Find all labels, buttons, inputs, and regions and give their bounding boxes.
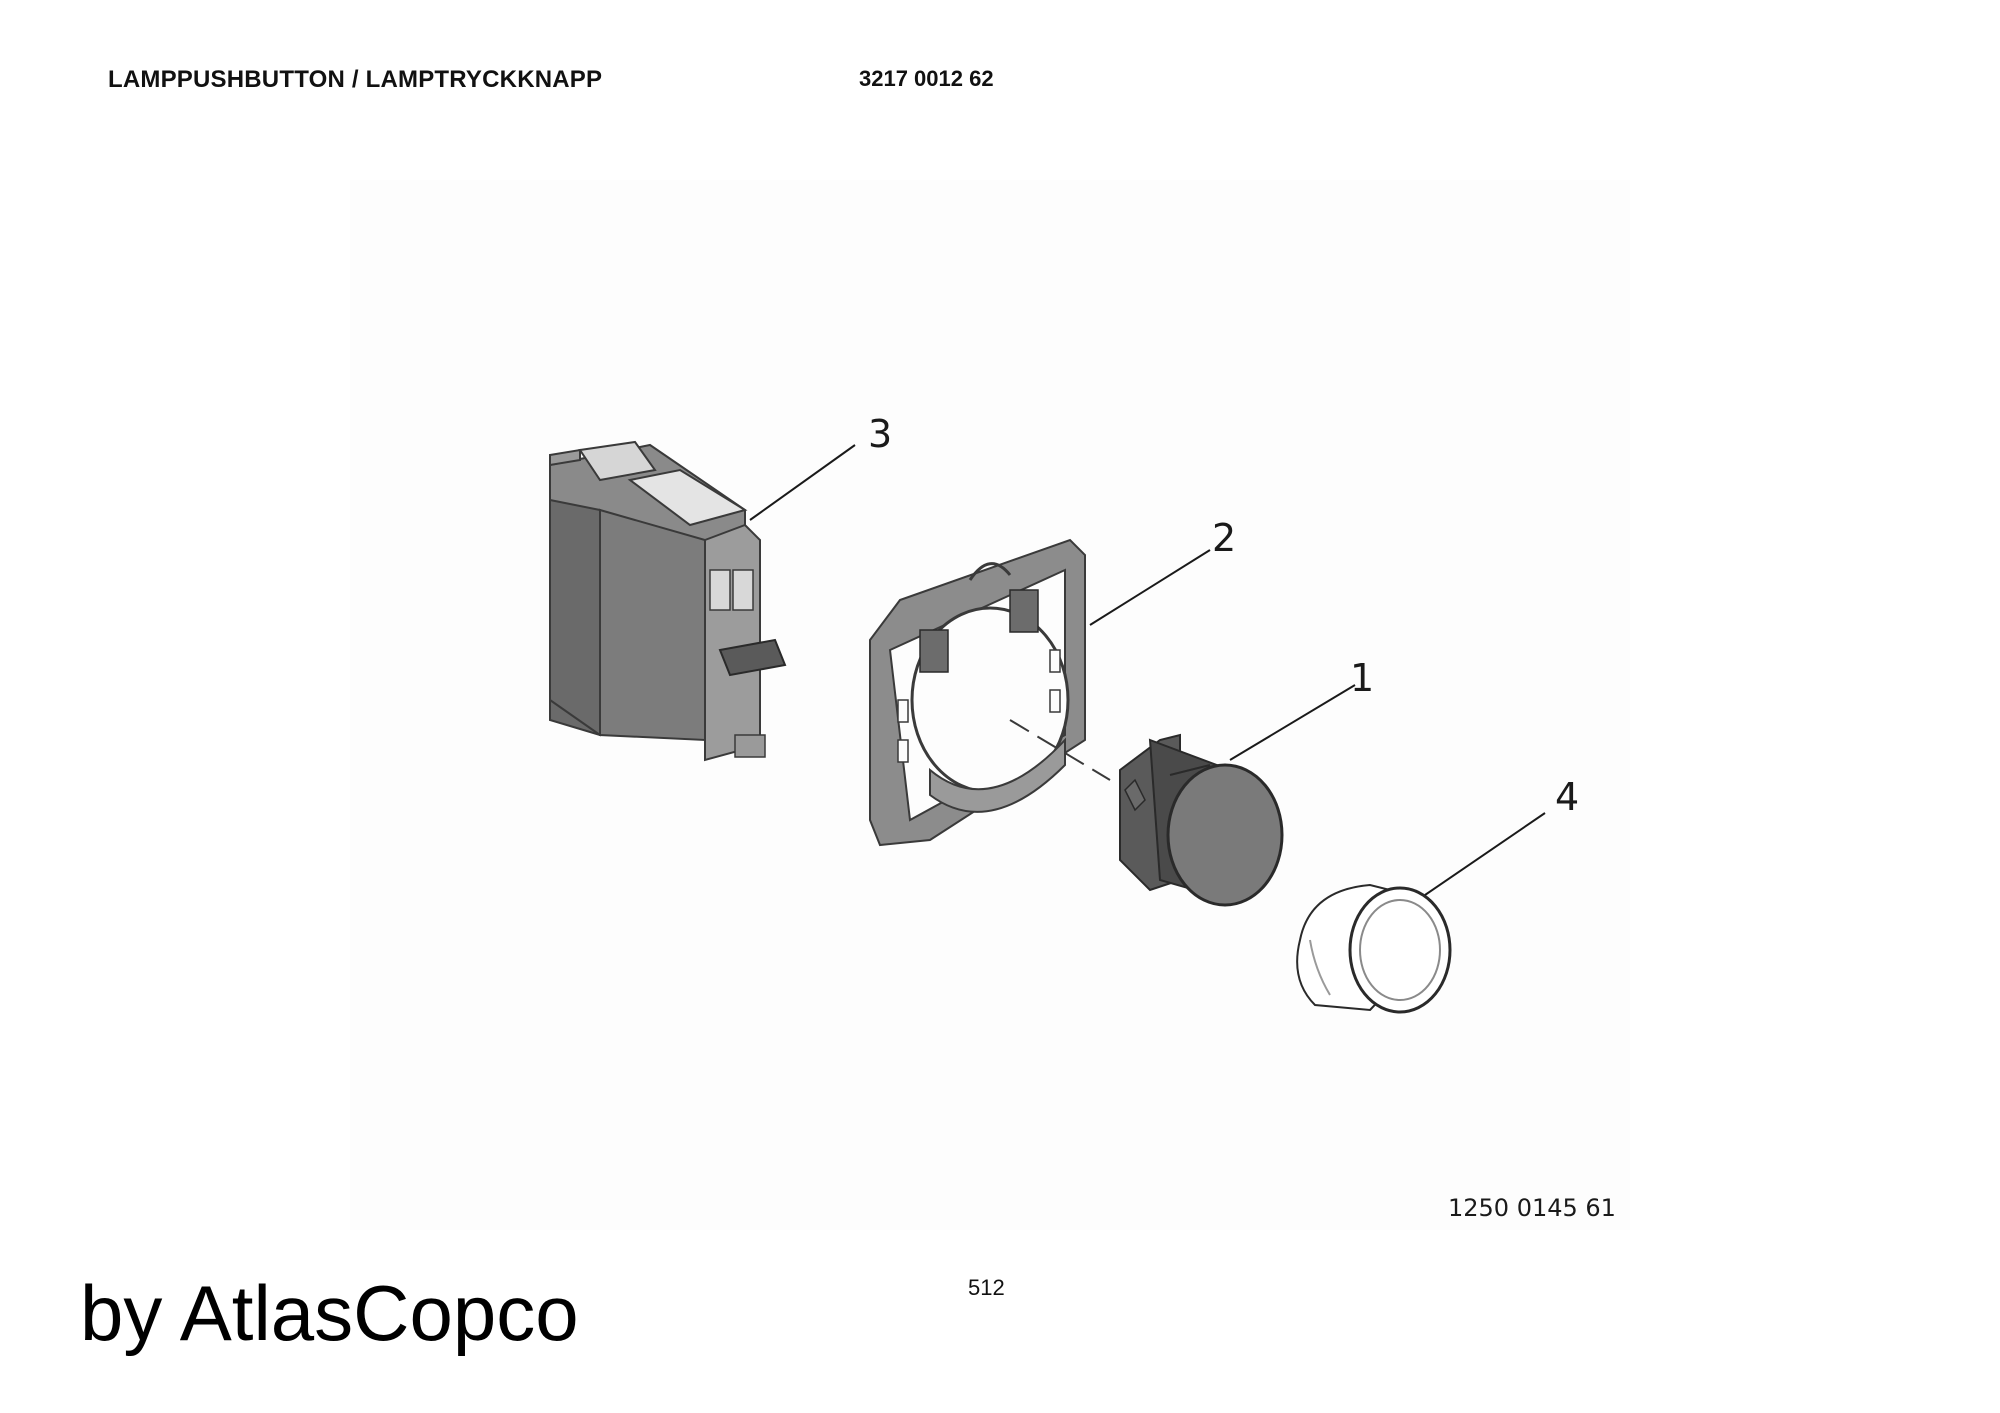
exploded-view-drawing: 3 2 1 4 [350, 180, 1630, 1230]
document-title: LAMPPUSHBUTTON / LAMPTRYCKKNAPP [108, 66, 603, 93]
lamp-head-icon [1119, 733, 1284, 907]
figure-number: 1250 0145 61 [1448, 1194, 1616, 1222]
callout-4: 4 [1555, 775, 1580, 819]
lens-cap-icon [1296, 883, 1452, 1014]
leader-line [1229, 684, 1356, 761]
mounting-collar-icon [869, 538, 1086, 847]
light-block-icon [549, 440, 787, 762]
part-number: 3217 0012 62 [859, 66, 994, 91]
callout-2: 2 [1212, 516, 1237, 560]
brand-footer: by AtlasCopco [80, 1269, 579, 1357]
leader-line [749, 444, 856, 521]
callout-1: 1 [1350, 656, 1375, 700]
leader-line [1089, 549, 1211, 626]
page-number: 512 [968, 1275, 1005, 1300]
callout-3: 3 [868, 412, 893, 456]
leader-line [1424, 812, 1546, 896]
exploded-view-svg [549, 440, 1546, 1014]
assembly-axis-line [1009, 719, 1111, 781]
